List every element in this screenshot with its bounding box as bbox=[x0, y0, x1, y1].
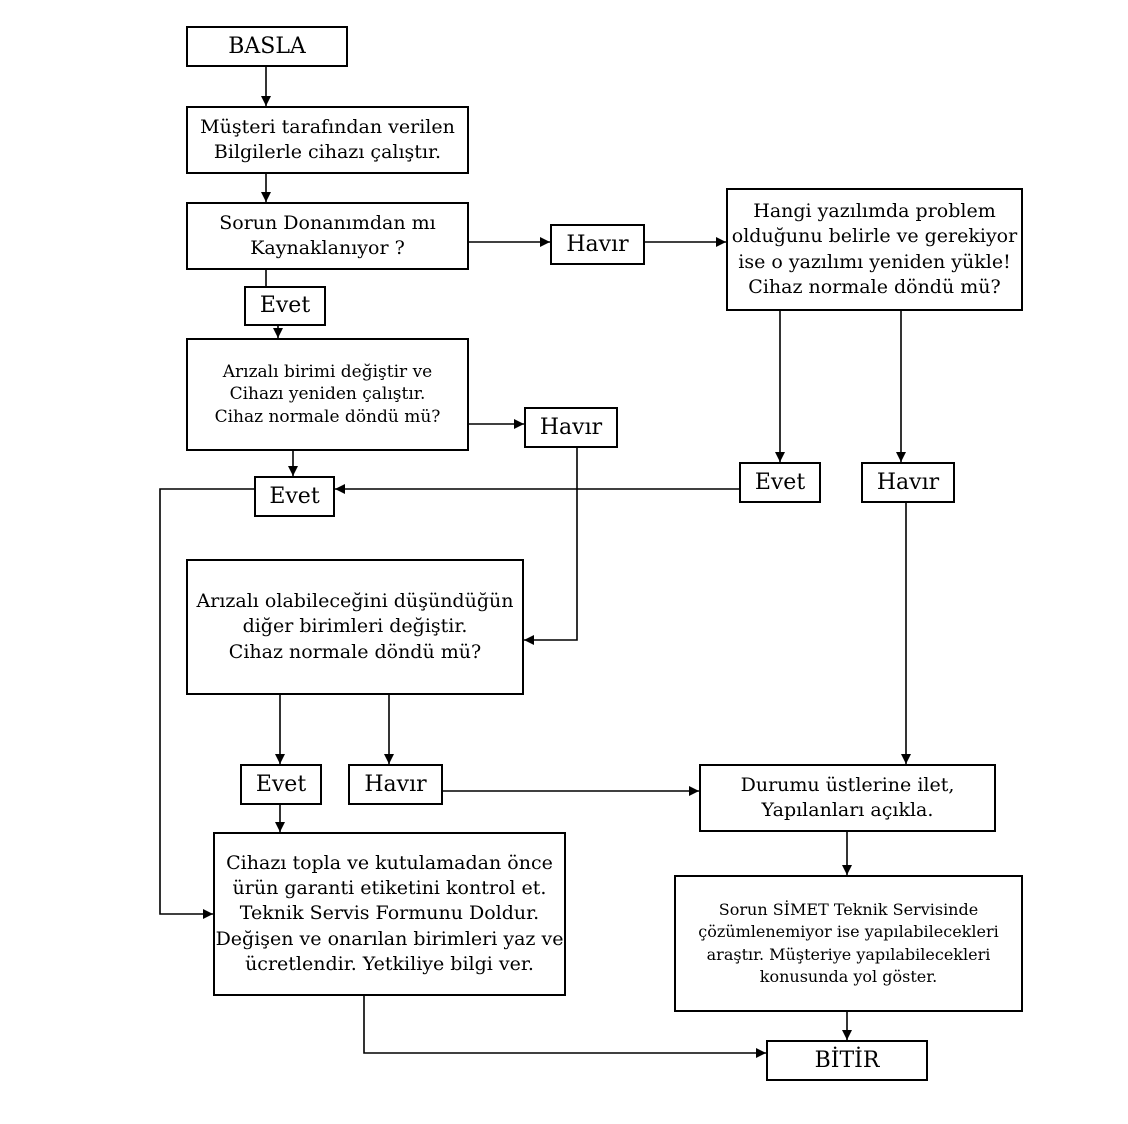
run-device-node: Müşteri tarafından verilen Bilgilerle ci… bbox=[186, 106, 469, 174]
start-node: BASLA bbox=[186, 26, 348, 67]
hardware-question-node: Sorun Donanımdan mı Kaynaklanıyor ? bbox=[186, 202, 469, 270]
other-no-label: Havır bbox=[348, 764, 443, 805]
software-no-label: Havır bbox=[861, 462, 955, 503]
other-units-node: Arızalı olabileceğini düşündüğün diğer b… bbox=[186, 559, 524, 695]
arrow-yes-to-package bbox=[159, 488, 254, 919]
arrow-package-to-end bbox=[363, 996, 766, 1058]
hardware-yes-label: Evet bbox=[244, 286, 326, 326]
replace-yes-label: Evet bbox=[254, 476, 335, 517]
hardware-no-label: Havır bbox=[550, 224, 645, 265]
other-yes-label: Evet bbox=[240, 764, 322, 805]
replace-unit-node: Arızalı birimi değiştir ve Cihazı yenide… bbox=[186, 338, 469, 451]
software-yes-label: Evet bbox=[739, 462, 821, 503]
software-step-node: Hangi yazılımda problem olduğunu belirle… bbox=[726, 188, 1023, 311]
arrow-replaceno-to-other bbox=[524, 448, 578, 645]
research-node: Sorun SİMET Teknik Servisinde çözümlenem… bbox=[674, 875, 1023, 1012]
escalate-node: Durumu üstlerine ilet, Yapılanları açıkl… bbox=[699, 764, 996, 832]
end-node: BİTİR bbox=[766, 1040, 928, 1081]
package-node: Cihazı topla ve kutulamadan önce ürün ga… bbox=[213, 832, 566, 996]
replace-no-label: Havır bbox=[524, 407, 618, 448]
